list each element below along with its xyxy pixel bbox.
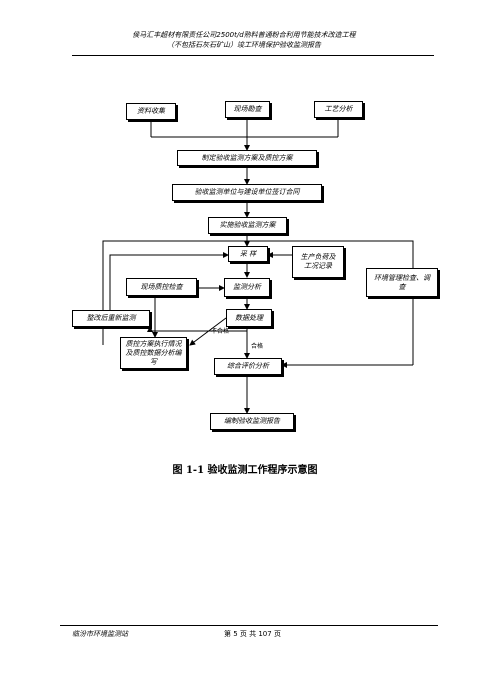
- header-line-2: （不包括石灰石矿山）竣工环境保护验收监测报告: [167, 41, 321, 49]
- env-check-box: 环境管理检查、调查: [366, 268, 438, 297]
- implement-box: 实施验收监测方案: [208, 217, 287, 234]
- plan-box: 制定验收监测方案及质控方案: [177, 150, 317, 166]
- fail-label: 不合格: [211, 328, 230, 335]
- production-record-box: 生产负荷及工况记录: [292, 246, 344, 278]
- data-process-box: 数据处理: [226, 309, 272, 327]
- pass-label: 合格: [251, 343, 264, 350]
- footer-org: 临汾市环境监测站: [72, 630, 128, 638]
- qc-summary-box: 质控方案执行情况及质控数据分析编写: [120, 337, 187, 369]
- rectify-box: 整改后重新监测: [72, 310, 150, 327]
- contract-box: 验收监测单位与建设单位签订合同: [172, 184, 322, 201]
- report-header: 侯马汇丰超材有限责任公司2500t/d熟料普通粉合利用节能技术改造工程 （不包括…: [60, 30, 428, 50]
- site-survey-box: 现场勘查: [225, 101, 270, 118]
- footer-rule: [60, 625, 438, 626]
- site-qc-box: 现场质控检查: [126, 278, 197, 296]
- sampling-box: 采 样: [228, 246, 268, 262]
- evaluation-box: 综合评价分析: [214, 358, 282, 375]
- figure-caption: 图 1-1 验收监测工作程序示意图: [172, 465, 318, 476]
- monitor-analysis-box: 监测分析: [224, 278, 270, 297]
- header-line-1: 侯马汇丰超材有限责任公司2500t/d熟料普通粉合利用节能技术改造工程: [132, 31, 356, 39]
- footer-page-number: 第 5 页 共 107 页: [224, 630, 281, 638]
- data-collection-box: 资料收集: [126, 103, 176, 120]
- report-box: 编制验收监测报告: [210, 413, 294, 430]
- header-rule: [72, 55, 434, 56]
- process-analysis-box: 工艺分析: [314, 101, 363, 118]
